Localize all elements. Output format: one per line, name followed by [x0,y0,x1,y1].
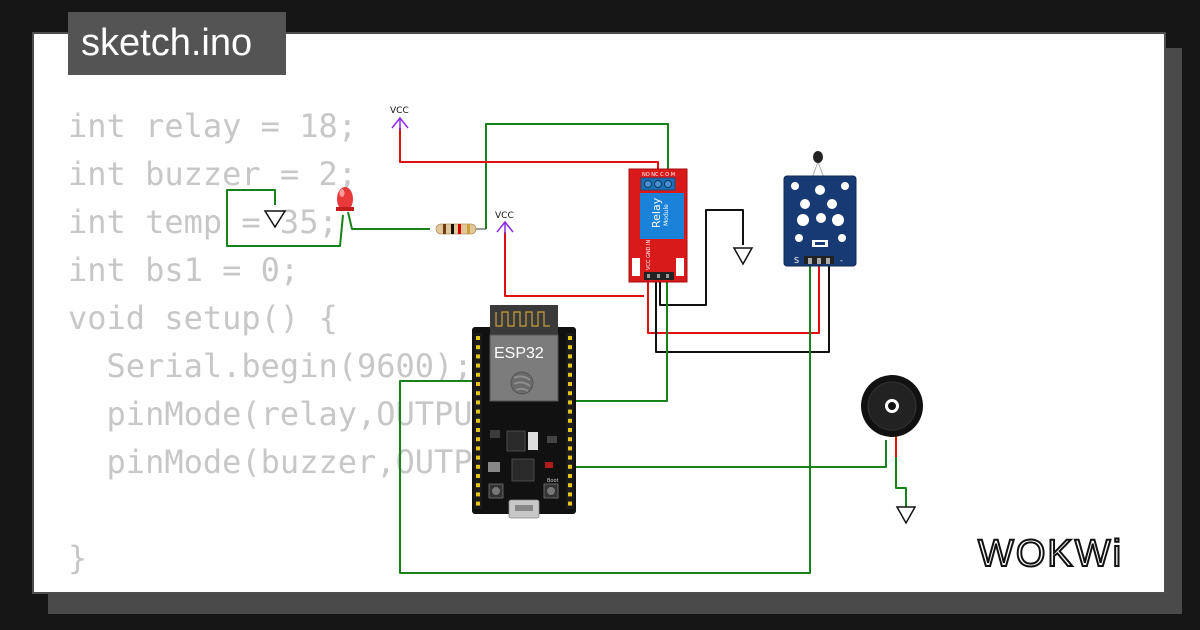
header-pin [476,363,480,368]
header-pin [476,409,480,414]
header-pin [476,437,480,442]
header-pin [568,409,572,414]
wire-led-resistor [347,211,430,230]
svg-text:Relay: Relay [650,197,663,228]
header-pin [476,372,480,377]
header-pin [568,382,572,386]
header-pin [568,455,572,460]
header-pin [568,372,572,377]
wire-relay-sensor-red [647,264,820,334]
header-pin [568,446,572,451]
header-pin [568,345,572,350]
vcc-symbol-1: VCC [390,106,409,130]
preview-card: int relay = 18; int buzzer = 2; int temp =… [32,32,1166,594]
header-pin [476,418,480,423]
header-pin [476,492,480,497]
header-pin [568,363,572,368]
header-pin [568,391,572,396]
header-pin [476,428,480,432]
temperature-sensor-module: S - [783,151,857,267]
header-pin [568,418,572,423]
svg-text:-: - [840,256,843,265]
ground-icon [732,247,754,266]
header-pin [568,400,572,405]
svg-text:VCC: VCC [390,106,409,116]
wire-relay-in-esp [570,282,668,402]
svg-text:WOKWi: WOKWi [978,533,1123,574]
esp32-board: ESP32 Boot [472,305,576,519]
wire-vcc-relay-com [399,128,659,172]
wire-led-ground [226,189,344,247]
svg-text:VCC: VCC [495,211,514,221]
wire-buzzer-ground [895,457,907,508]
svg-text:VCC GND IN: VCC GND IN [646,239,652,270]
svg-text:ESP32: ESP32 [494,345,544,362]
header-pin [568,464,572,469]
espressif-logo-icon [513,375,531,392]
header-pin [568,501,572,506]
header-pin [476,483,480,488]
header-pin [476,455,480,460]
ground-icon [895,506,917,525]
code-line: } [68,539,88,577]
header-pin [476,336,480,340]
resistor [435,223,477,235]
wires [226,123,907,574]
ground-symbols [263,210,917,525]
svg-text:Module: Module [663,204,670,226]
code-line: Serial.begin(9600); [68,347,473,385]
header-pin [568,354,572,359]
file-title: sketch.ino [68,12,286,75]
header-pin [476,464,480,469]
wire-resistor-relay [485,123,669,229]
header-pin [476,382,480,386]
header-pin [476,446,480,451]
header-pin [476,391,480,396]
wire-relay-sensor-black [655,264,830,353]
header-pin [568,492,572,497]
svg-text:S: S [794,256,799,265]
ground-icon [263,210,287,229]
wire-vcc-relay-vcc [504,232,644,297]
wire-buzzer-esp [570,440,887,468]
wire-sensor-signal [399,264,811,574]
header-pin [568,428,572,432]
header-pin [568,437,572,442]
header-pin [476,474,480,478]
header-pin [568,336,572,340]
code-line: void setup() { [68,299,338,337]
svg-text:Boot: Boot [547,478,559,484]
header-pin [476,400,480,405]
header-pin [476,345,480,350]
relay-module: NO NC C O M Relay Module VCC GND IN [628,168,688,283]
thermistor-icon [813,151,823,163]
code-line: pinMode(relay,OUTPU [68,395,473,433]
code-line: int relay = 18; [68,107,357,145]
code-line: pinMode(buzzer,OUTP [68,443,473,481]
header-pin [568,483,572,488]
header-pin [568,474,572,478]
code-preview: int relay = 18; int buzzer = 2; int temp =… [68,102,473,582]
header-pin [476,354,480,359]
svg-text:NO NC C O M: NO NC C O M [642,172,675,178]
wire-relay-ground [659,209,744,306]
vcc-symbol-2: VCC [495,211,514,234]
buzzer [861,375,923,437]
code-line: int bs1 = 0; [68,251,300,289]
wokwi-logo: WOKWi [977,532,1123,574]
red-led [336,187,354,211]
code-line: int buzzer = 2; [68,155,357,193]
code-line: int temp = 35; [68,203,338,241]
header-pin [476,501,480,506]
